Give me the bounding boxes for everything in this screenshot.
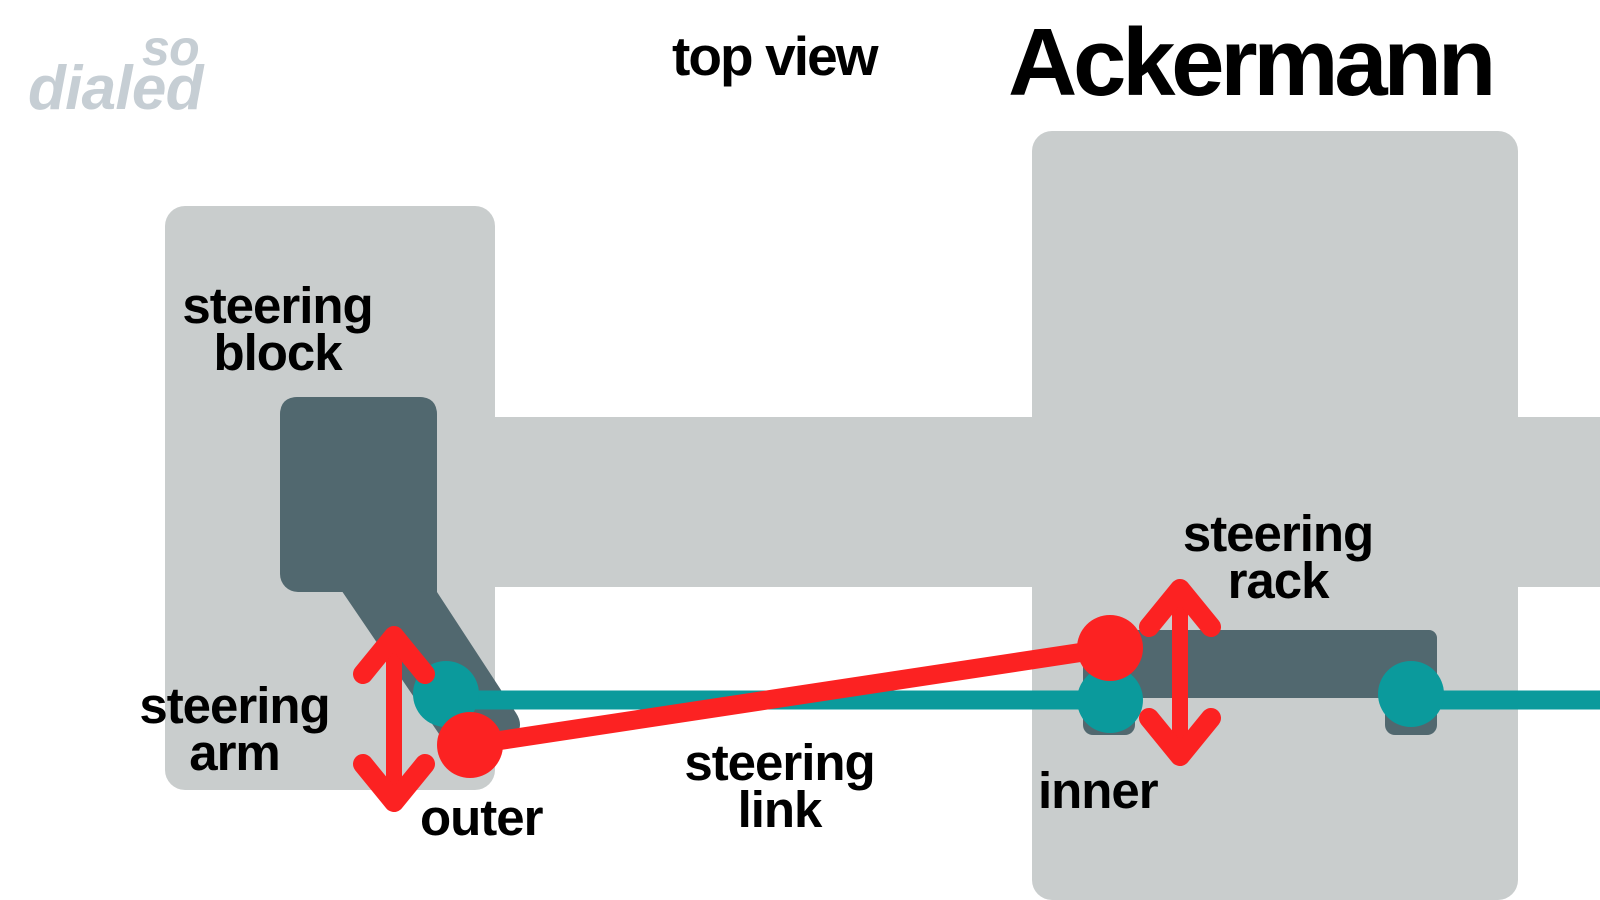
view-label: top view: [672, 25, 879, 87]
label-outer-joint: outer: [420, 789, 543, 846]
steering-rack-motion-arrow: [1139, 579, 1221, 766]
label-steering-arm: steering arm: [139, 677, 330, 781]
rack-arrow-head-down: [1139, 708, 1221, 766]
outer-joint-motion-arrow: [353, 626, 435, 812]
steering-link-steered-group: [437, 615, 1143, 778]
outer-joint-steered: [437, 712, 503, 778]
steering-arm-upper-plate: [280, 397, 437, 592]
right-body-lower-extension: [1032, 417, 1600, 587]
label-inner-joint: inner: [1038, 762, 1159, 819]
outer-arrow-head-down: [353, 754, 435, 812]
center-body-crossmember: [470, 417, 1060, 587]
label-steering-rack: steering rack: [1182, 505, 1374, 609]
brand-logo-line-so: so: [142, 20, 200, 76]
brand-logo-line-dialed: dialed: [28, 54, 204, 123]
inner-joint-steered: [1077, 615, 1143, 681]
page-title: Ackermann: [1008, 9, 1496, 116]
inner-joint-neutral: [1077, 667, 1143, 733]
brand-logo: so dialed: [14, 16, 244, 126]
steering-link-steered-line: [460, 638, 1120, 755]
rack-arrow-head-up: [1139, 579, 1221, 637]
rack-right-joint-neutral: [1378, 661, 1444, 727]
steering-rack-bar: [1083, 630, 1437, 698]
label-steering-link: steering link: [684, 734, 875, 838]
outer-arrow-head-up: [353, 626, 435, 684]
label-steering-block: steering block: [182, 277, 373, 381]
